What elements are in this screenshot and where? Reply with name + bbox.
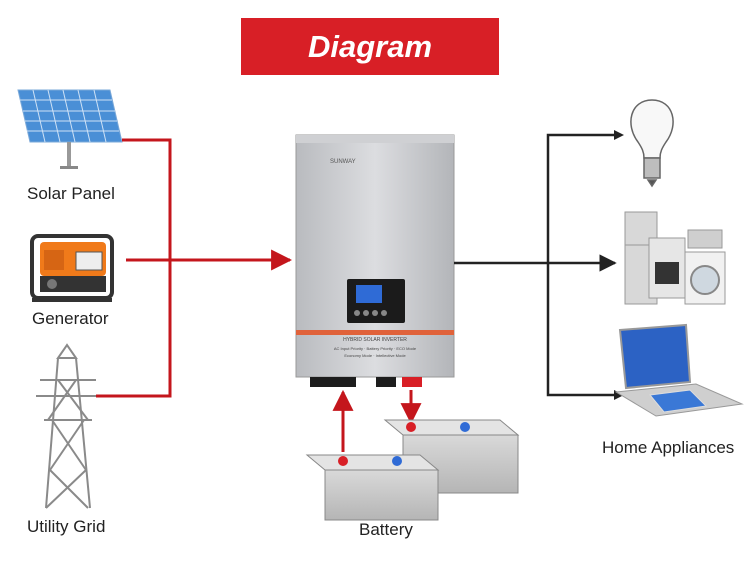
- title-banner: Diagram: [241, 18, 499, 75]
- home-appliances-label: Home Appliances: [602, 438, 735, 457]
- appliances-icon: [624, 211, 726, 305]
- utility-grid-label: Utility Grid: [27, 517, 106, 536]
- generator-label: Generator: [32, 309, 109, 328]
- arrow-to-lamp: [614, 130, 624, 140]
- inverter-brand: SUNWAY: [330, 159, 356, 165]
- light-bulb-icon: [630, 99, 674, 188]
- battery-icon: [305, 419, 520, 521]
- inverter-panel-title: HYBRID SOLAR INVERTER: [343, 337, 407, 343]
- output-lines: [454, 133, 617, 397]
- battery-label: Battery: [359, 520, 413, 539]
- laptop-icon: [614, 323, 744, 417]
- solar-panel-label: Solar Panel: [27, 184, 115, 203]
- utility-tower-icon: [36, 343, 100, 509]
- inverter-modes-line1: AC Input Priority · Battery Priority · E…: [334, 346, 417, 351]
- input-lines: [96, 138, 293, 398]
- solar-panel-icon: [17, 89, 123, 169]
- inverter-modes-line2: Economy Mode · Intellective Mode: [344, 353, 406, 358]
- generator-icon: [30, 234, 114, 302]
- inverter-unit: [295, 134, 455, 387]
- diagram-title: Diagram: [307, 28, 433, 64]
